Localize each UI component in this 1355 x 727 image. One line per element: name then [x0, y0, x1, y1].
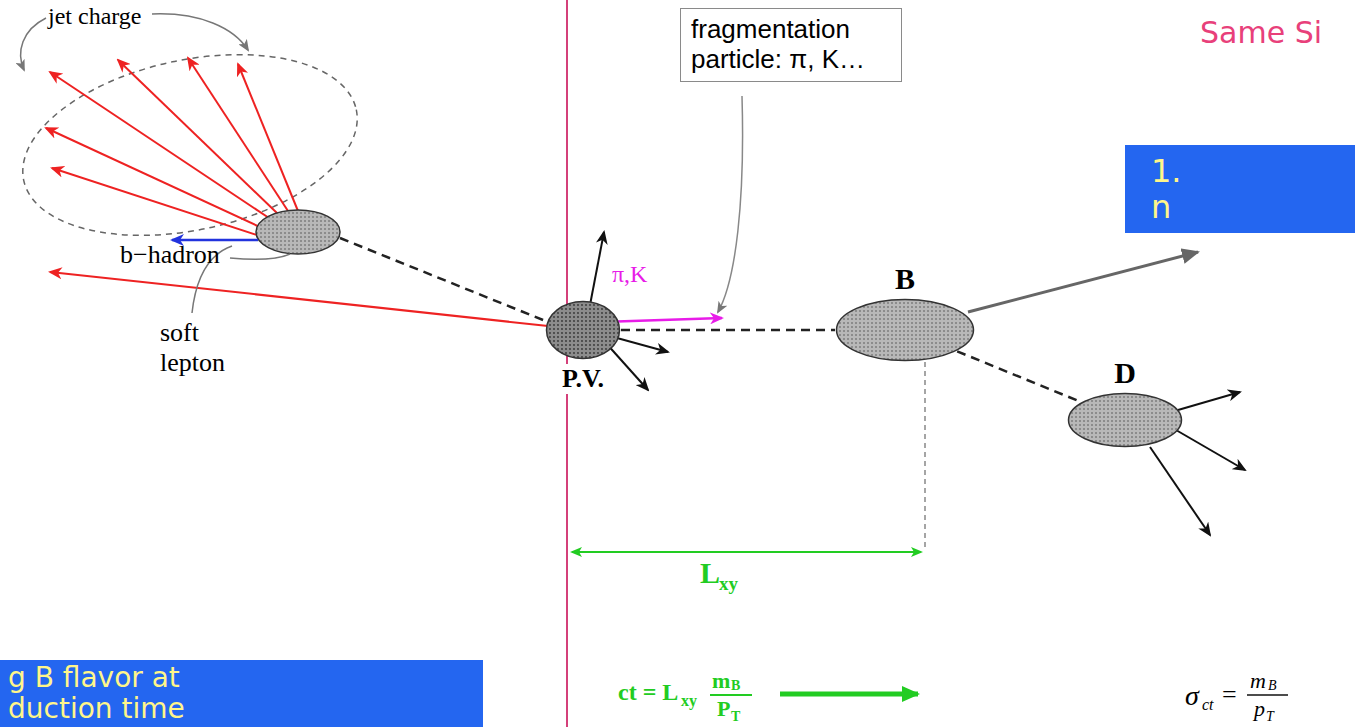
track-arrow [605, 342, 648, 390]
implies-arrow [780, 692, 918, 697]
decay-track [968, 252, 1198, 312]
fraction-bar [1247, 694, 1288, 696]
dimension-guide [924, 362, 926, 548]
leader-line [718, 96, 743, 312]
particle-outline [837, 300, 974, 361]
box-text: fragmentation particle: π, K… [691, 15, 891, 75]
d-meson: D [1067, 392, 1183, 448]
particle-blob [545, 300, 621, 360]
b-meson: B [835, 298, 975, 362]
symbol: L [700, 558, 720, 588]
jet-charge-pointer [152, 14, 248, 50]
section-heading: Same Si [1200, 18, 1322, 48]
lepton-arrow [172, 239, 258, 242]
subscript: xy [681, 693, 697, 709]
particle-label: π,K [612, 262, 647, 286]
decay-track [1150, 447, 1210, 535]
subscript: ct [1202, 697, 1214, 713]
particle-label: P.V. [560, 364, 606, 394]
particle-blob [1067, 392, 1183, 448]
annotation-label: b−hadron [120, 242, 220, 268]
track-arrow [46, 128, 262, 228]
flight-path [340, 238, 548, 322]
b-hadron-blob [256, 210, 340, 254]
formula-text: m [712, 670, 730, 692]
decay-track [1176, 430, 1245, 470]
formula-text: ct = L [618, 680, 678, 704]
particle-label: D [1112, 356, 1138, 390]
track-arrow [52, 168, 260, 236]
formula-text: P [717, 698, 730, 720]
annotation-box: fragmentation particle: π, K… [680, 8, 902, 82]
subscript: T [1266, 710, 1274, 724]
annotation-label: soft lepton [160, 318, 250, 378]
fragmentation-track [602, 318, 722, 322]
box-text: 1. n [1151, 153, 1195, 225]
fraction-bar [710, 694, 752, 696]
decay-length-arrow [572, 551, 921, 553]
particle-blob [835, 298, 975, 362]
track-arrow [118, 60, 278, 214]
track-arrow [50, 272, 548, 326]
decay-track [1178, 392, 1240, 410]
particle-label: B [893, 262, 917, 296]
leader-line [230, 254, 290, 259]
particle-outline [547, 302, 620, 359]
formula-text: p [1254, 698, 1265, 720]
formula-text: = [1222, 682, 1237, 708]
annotation-label: jet charge [48, 4, 142, 28]
highlight-box: g B flavor at duction time [0, 660, 483, 727]
flight-path [621, 329, 835, 332]
particle-outline [1069, 394, 1182, 447]
box-text: g B flavor at duction time [8, 662, 268, 724]
track-arrow [590, 232, 604, 305]
track-arrow [238, 64, 298, 211]
track-arrow [188, 58, 288, 211]
subscript: xy [719, 574, 738, 593]
subscript: T [731, 710, 740, 724]
highlight-box: 1. n [1125, 145, 1355, 233]
formula-text: σ [1185, 682, 1199, 710]
flight-path [957, 351, 1081, 402]
subscript: B [731, 679, 740, 693]
subscript: B [1268, 679, 1277, 693]
jet-cone [6, 27, 374, 264]
jet-charge-pointer [21, 18, 46, 70]
primary-vertex: P.V. [545, 300, 621, 360]
formula-text: m [1250, 670, 1266, 692]
